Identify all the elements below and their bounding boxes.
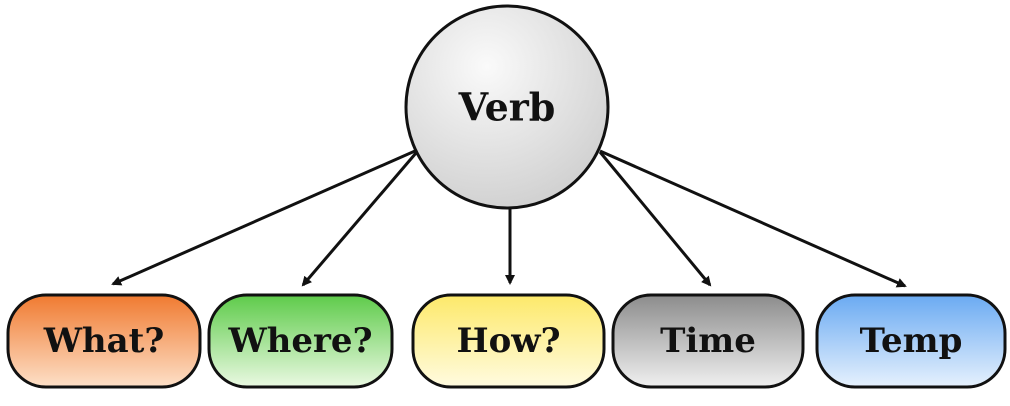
arrow-to-where: [301, 152, 418, 287]
node-temp-label: Temp: [860, 321, 963, 361]
node-time-label: Time: [660, 321, 756, 361]
arrow-to-temp: [599, 149, 907, 288]
node-what-label: What?: [43, 321, 165, 361]
node-what-box: [6, 293, 202, 389]
arrow-to-what: [111, 149, 416, 286]
root-label: Verb: [458, 85, 556, 130]
child-nodes-group: What? Where? How? Time Temp: [6, 293, 1007, 389]
node-how-label: How?: [457, 321, 561, 361]
node-temp-box: [815, 293, 1007, 389]
node-where-box: [207, 293, 394, 389]
node-temp[interactable]: Temp: [815, 293, 1007, 389]
edges-group: [111, 149, 907, 288]
root-circle: [404, 4, 610, 210]
node-what[interactable]: What?: [6, 293, 202, 389]
node-where[interactable]: Where?: [207, 293, 394, 389]
node-time-box: [611, 293, 805, 389]
root-node[interactable]: Verb: [404, 4, 610, 210]
node-how[interactable]: How?: [411, 293, 606, 389]
node-how-box: [411, 293, 606, 389]
node-time[interactable]: Time: [611, 293, 805, 389]
arrow-to-time: [598, 151, 712, 287]
node-where-label: Where?: [227, 321, 372, 361]
